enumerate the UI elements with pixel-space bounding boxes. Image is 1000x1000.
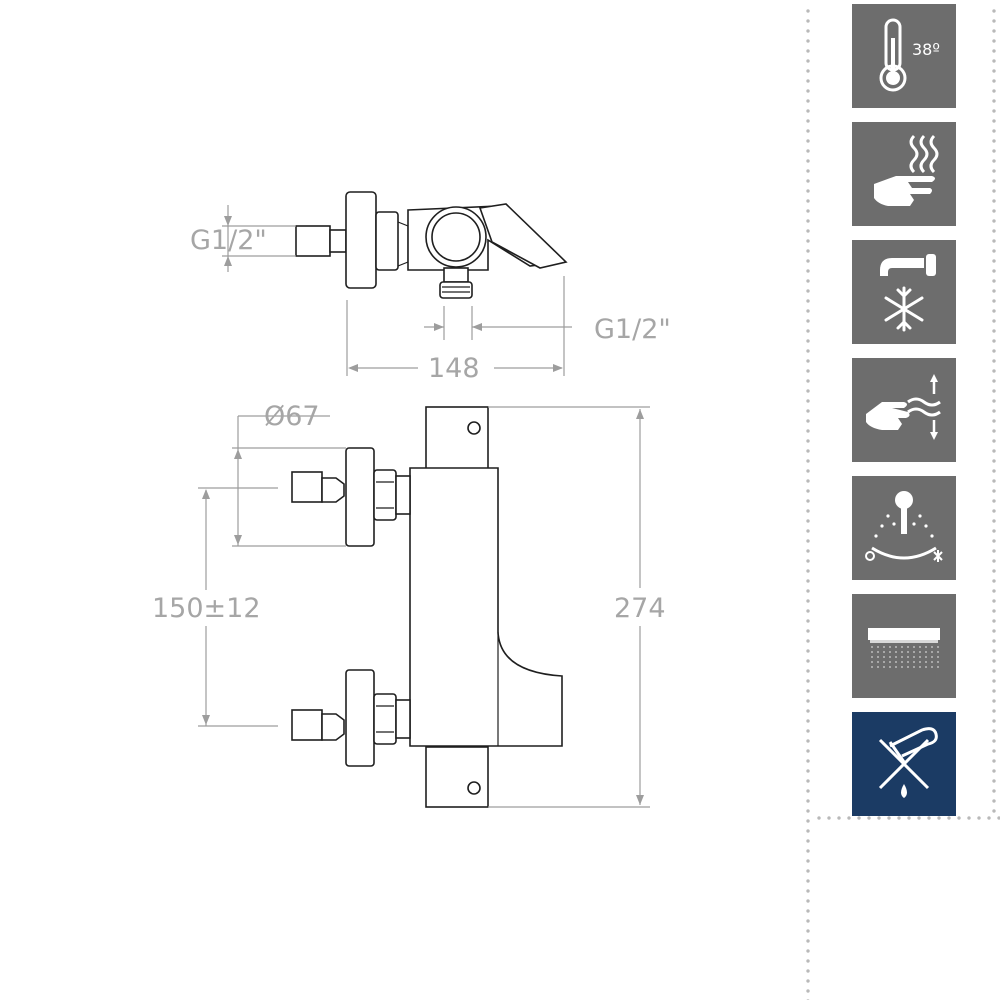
front-view [291,406,563,808]
thread-label-outlet: G1/2" [594,314,671,345]
feature-tile-anti-limescale [852,712,956,816]
technical-drawing: G1/2" 148 G1/2" [152,191,671,808]
cold-start-icon [880,254,936,332]
overall-height-label: 274 [614,593,666,624]
feature-tile-safe-touch [852,122,956,226]
features-sidebar: 38º [806,0,1000,1000]
inlet-centres-label: 150±12 [152,593,261,624]
plan-dimensions: G1/2" 148 G1/2" [190,205,671,384]
dotted-divider-right [992,6,996,816]
hand-heat-icon [874,134,939,206]
feature-tile-temperature-selector [852,476,956,580]
feature-tile-thermostatic: 38º [852,4,956,108]
no-limescale-icon [878,727,938,798]
thermostat-temperature: 38º [912,40,940,59]
flow-control-icon [866,374,941,440]
plan-view [295,191,568,299]
dotted-divider-horizontal [814,816,1000,820]
dotted-divider-vertical [806,6,810,1000]
feature-tile-rain-shower [852,594,956,698]
feature-tile-cold-start [852,240,956,344]
escutcheon-diameter-label: Ø67 [264,401,320,432]
front-dimensions: Ø67 150±12 274 [152,401,666,808]
thermometer-icon [879,18,907,92]
rain-shower-icon [868,628,940,670]
temperature-selector-icon [865,491,943,562]
feature-tile-flow-control [852,358,956,462]
thread-label-inlet: G1/2" [190,225,267,256]
overall-width-label: 148 [428,353,480,384]
